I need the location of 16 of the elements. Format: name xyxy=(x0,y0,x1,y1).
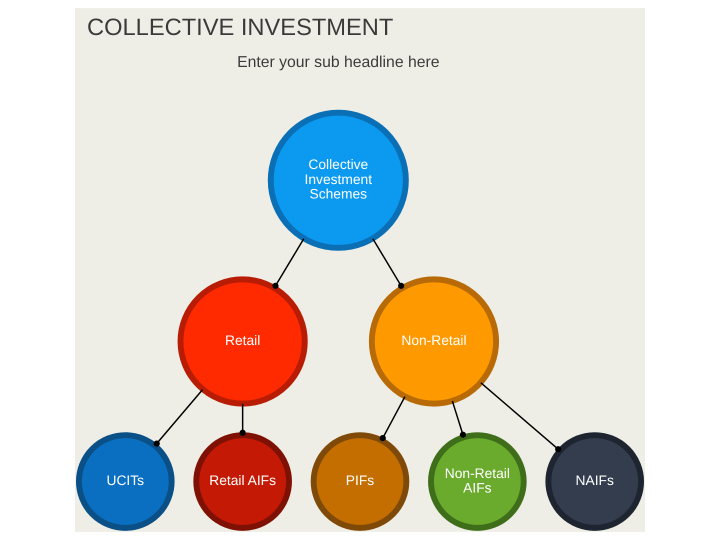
connector xyxy=(272,238,304,289)
node-circle: UCITs xyxy=(76,432,175,531)
label: Enter your sub headline here xyxy=(237,54,440,72)
connector xyxy=(380,396,406,442)
connector xyxy=(154,389,204,447)
connector xyxy=(452,400,466,438)
node-circle: Retail xyxy=(178,276,308,407)
diagram-title: COLLECTIVE INVESTMENT xyxy=(87,15,394,41)
node-circle: Collective Investment Schemes xyxy=(268,110,409,251)
node-circle: NAIFs xyxy=(545,432,644,531)
node-circle: PIFs xyxy=(310,432,410,531)
connector xyxy=(372,238,404,289)
connector xyxy=(480,382,562,452)
node-circle: Non-Retail xyxy=(368,276,500,407)
node-circle: Retail AIFs xyxy=(193,432,292,531)
connector xyxy=(240,404,246,436)
